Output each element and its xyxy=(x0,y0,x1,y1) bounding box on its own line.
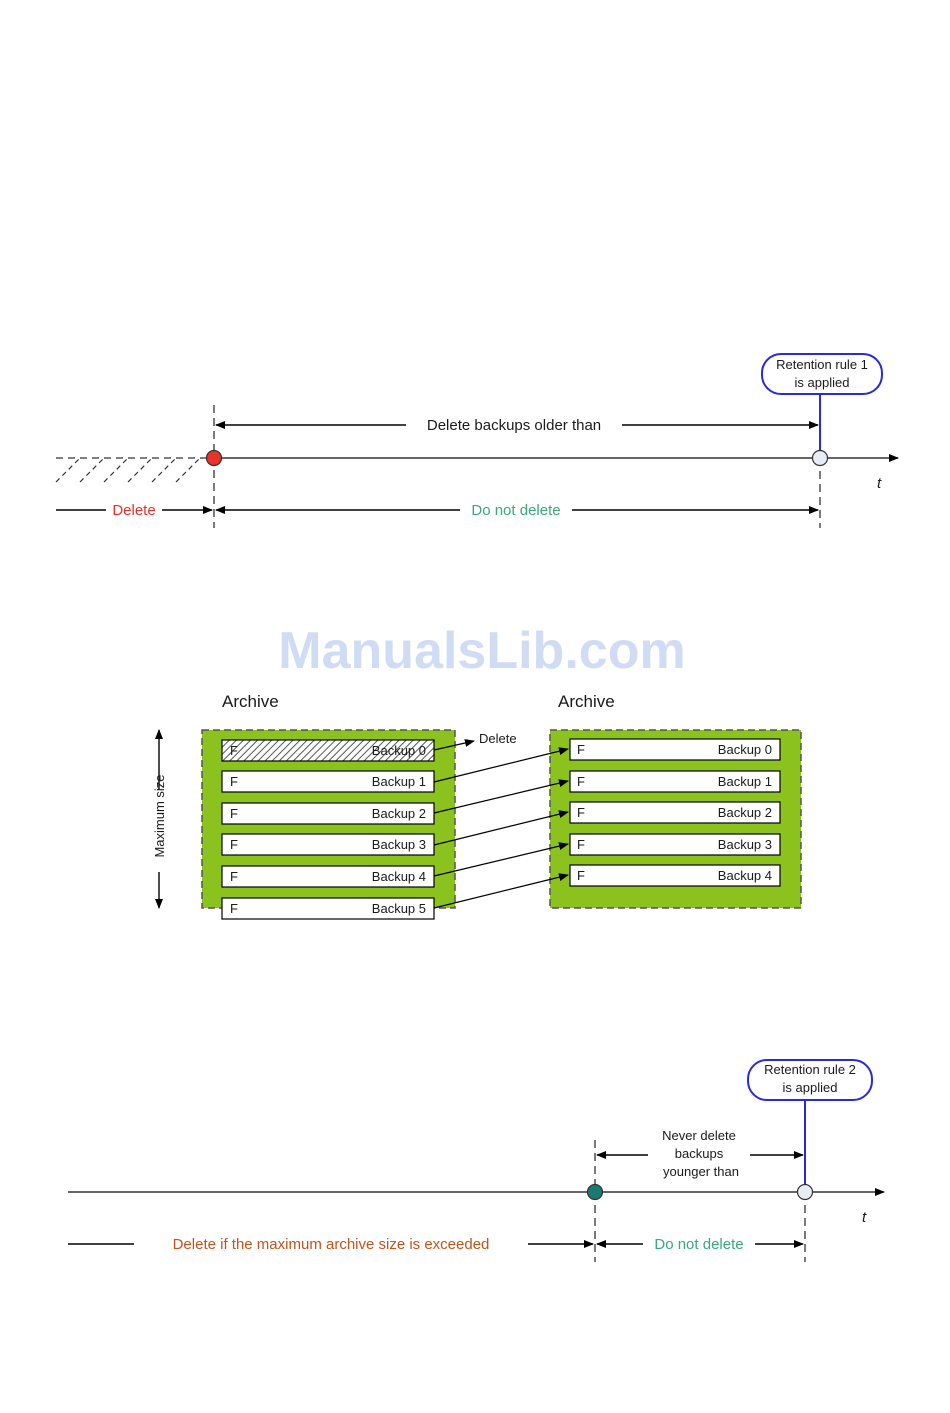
left-backup-0-label: Backup 0 xyxy=(372,743,426,758)
left-backup-5-label: Backup 5 xyxy=(372,901,426,916)
diagram-archive-size: Archive Archive Maximum size F Backup 0 … xyxy=(152,692,802,920)
never-delete-text-line3: younger than xyxy=(663,1164,739,1179)
left-archive-title: Archive xyxy=(222,692,279,711)
left-backup-0: F Backup 0 xyxy=(221,739,435,762)
now-point-dot xyxy=(811,449,829,467)
left-backup-2: F Backup 2 xyxy=(221,802,435,825)
right-backup-1: F Backup 1 xyxy=(569,770,781,793)
left-backup-5-marker: F xyxy=(230,901,238,916)
left-backup-1: F Backup 1 xyxy=(221,770,435,793)
max-size-label: Maximum size xyxy=(152,774,167,857)
right-backup-2: F Backup 2 xyxy=(569,801,781,824)
deleted-zone-hatching xyxy=(55,457,201,483)
left-backup-1-marker: F xyxy=(230,774,238,789)
older-than-label: Delete backups older than xyxy=(427,417,601,434)
retention-rule-2-callout xyxy=(747,1059,873,1101)
right-backup-0-label: Backup 0 xyxy=(718,742,772,757)
left-backup-4-label: Backup 4 xyxy=(372,869,426,884)
delete-arrow xyxy=(433,739,475,751)
watermark: ManualsLib.com xyxy=(278,622,685,680)
time-axis-label: t xyxy=(877,475,882,492)
retention-rule-1-callout xyxy=(761,353,883,395)
right-backup-2-marker: F xyxy=(577,805,585,820)
shift-arrow-2 xyxy=(433,779,569,814)
right-backup-4: F Backup 4 xyxy=(569,864,781,887)
left-backup-0-marker: F xyxy=(230,743,238,758)
never-delete-text-line1: Never delete xyxy=(662,1128,736,1143)
left-backup-4: F Backup 4 xyxy=(221,865,435,888)
diagram-retention-rule-2: t Retention rule 2 is applied Never dele… xyxy=(68,1059,885,1262)
shift-arrow-5 xyxy=(433,873,569,909)
keep-zone-label: Do not delete xyxy=(471,502,560,519)
right-backup-3: F Backup 3 xyxy=(569,833,781,856)
size-delete-label: Delete if the maximum archive size is ex… xyxy=(173,1236,490,1253)
left-backup-5: F Backup 5 xyxy=(221,897,435,920)
shift-arrows xyxy=(433,739,569,909)
left-backup-2-label: Backup 2 xyxy=(372,806,426,821)
shift-arrow-3 xyxy=(433,810,569,846)
youngest-cutoff-dot xyxy=(586,1183,604,1201)
right-archive-title: Archive xyxy=(558,692,615,711)
time-axis-label-2: t xyxy=(862,1209,867,1226)
retention-rule-1-text-line2: is applied xyxy=(795,375,850,390)
left-backup-list: F Backup 0 F Backup 1 F Backup 2 F Backu… xyxy=(221,739,435,920)
keep-zone-label-2: Do not delete xyxy=(654,1236,743,1253)
now-point-dot-2 xyxy=(796,1183,814,1201)
left-backup-3-marker: F xyxy=(230,837,238,852)
right-backup-3-label: Backup 3 xyxy=(718,837,772,852)
diagram-retention-rule-1: t Retention rule 1 is applied Delete bac… xyxy=(55,353,899,528)
right-backup-2-label: Backup 2 xyxy=(718,805,772,820)
cutoff-point-dot xyxy=(205,449,223,467)
right-backup-0: F Backup 0 xyxy=(569,738,781,761)
left-backup-3: F Backup 3 xyxy=(221,833,435,856)
right-backup-1-label: Backup 1 xyxy=(718,774,772,789)
right-backup-3-marker: F xyxy=(577,837,585,852)
retention-rule-1-text-line1: Retention rule 1 xyxy=(776,357,868,372)
retention-rule-2-text-line2: is applied xyxy=(783,1080,838,1095)
left-backup-1-label: Backup 1 xyxy=(372,774,426,789)
left-backup-4-marker: F xyxy=(230,869,238,884)
right-backup-1-marker: F xyxy=(577,774,585,789)
backup-0-delete-label: Delete xyxy=(479,731,517,746)
delete-zone-label: Delete xyxy=(112,502,155,519)
right-backup-4-label: Backup 4 xyxy=(718,868,772,883)
shift-arrow-4 xyxy=(433,842,569,877)
left-backup-2-marker: F xyxy=(230,806,238,821)
right-backup-0-marker: F xyxy=(577,742,585,757)
retention-rule-2-text-line1: Retention rule 2 xyxy=(764,1062,856,1077)
never-delete-text-line2: backups xyxy=(675,1146,724,1161)
left-backup-3-label: Backup 3 xyxy=(372,837,426,852)
shift-arrow-1 xyxy=(433,747,569,783)
right-backup-4-marker: F xyxy=(577,868,585,883)
right-backup-list: F Backup 0 F Backup 1 F Backup 2 F Backu… xyxy=(569,738,781,887)
